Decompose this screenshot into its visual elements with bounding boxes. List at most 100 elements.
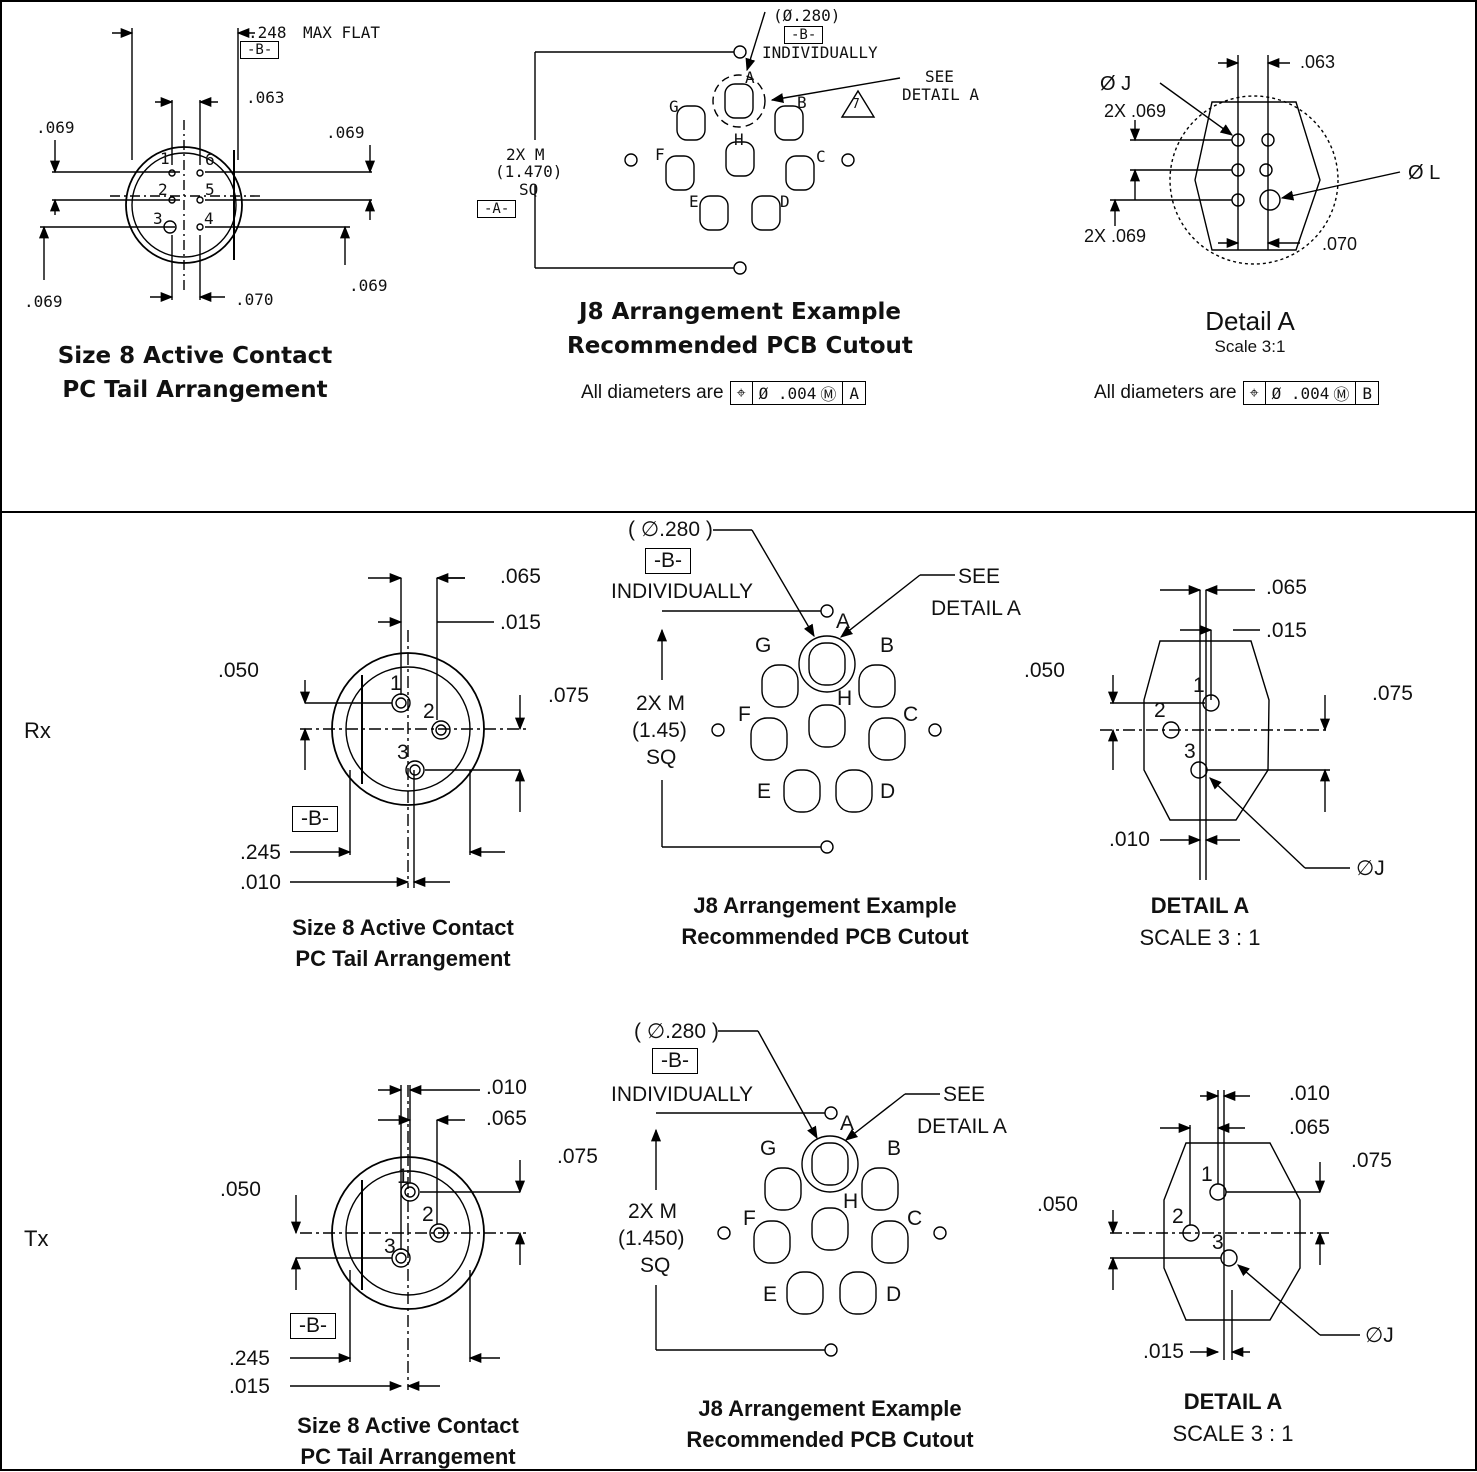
rx-arrangement-view: [656, 529, 955, 854]
dim-label: .075: [1372, 682, 1413, 705]
insert-letter: E: [763, 1283, 778, 1306]
dim-label: (1.450): [618, 1227, 685, 1250]
pin-number: 3: [397, 741, 409, 764]
pin-number: 1: [1201, 1163, 1213, 1186]
dim-label: .015: [1143, 1340, 1184, 1363]
dim-label: .065: [486, 1107, 527, 1130]
top-tail-view: [38, 27, 376, 303]
dim-label: .069: [349, 276, 388, 295]
insert-letter: E: [689, 192, 699, 211]
rx-detail-caption: DETAIL A SCALE 3 : 1: [1139, 893, 1261, 950]
dim-label: .070: [235, 290, 274, 309]
pin-hole: [168, 169, 176, 177]
note-flag-number: 7: [852, 97, 860, 112]
tx-tail-view: [290, 1084, 530, 1392]
insert-letter: F: [655, 145, 665, 164]
insert-letter: A: [840, 1112, 855, 1135]
pin-number: 2: [1154, 699, 1166, 722]
dim-label: .245: [240, 841, 281, 864]
dim-label: .010: [240, 871, 281, 894]
insert-letter: G: [760, 1137, 777, 1160]
tx-tail-caption: Size 8 Active Contact PC Tail Arrangemen…: [297, 1413, 519, 1469]
insert-letter: A: [745, 68, 755, 87]
pin-number: 1: [160, 149, 170, 168]
dim-label: .075: [557, 1145, 598, 1168]
dim-label: .015: [229, 1375, 270, 1398]
pin-number: 1: [397, 1165, 409, 1188]
dim-label: .050: [1037, 1193, 1078, 1216]
insert-letter: B: [880, 634, 895, 657]
individually-note: INDIVIDUALLY: [611, 580, 753, 603]
callout-diameter: ( ∅.280 ): [634, 1020, 719, 1043]
insert-letter: B: [887, 1137, 902, 1160]
dim-label: (1.45): [632, 719, 687, 742]
top-tail-caption: Size 8 Active Contact PC Tail Arrangemen…: [57, 343, 333, 403]
pin-number: 3: [384, 1235, 396, 1258]
pin-number: 3: [153, 209, 163, 228]
pin-number: 1: [1193, 674, 1205, 697]
dim-label: 2X .069: [1104, 101, 1167, 121]
rx-arrangement-caption: J8 Arrangement Example Recommended PCB C…: [681, 893, 969, 949]
top-detail-caption: Detail A Scale 3:1: [1205, 306, 1295, 356]
detail-note: DETAIL A: [917, 1115, 1007, 1138]
see-note: SEE: [925, 67, 954, 86]
dim-label: .063: [246, 88, 285, 107]
insert-letter: C: [907, 1207, 923, 1230]
insert-letter: D: [886, 1283, 902, 1306]
mmc-icon: Ⓜ: [820, 385, 837, 404]
tx-arrangement-view: [650, 1030, 947, 1357]
pin-number: 6: [205, 150, 215, 169]
pin-hole: [196, 196, 204, 204]
pin-hole: [196, 223, 204, 231]
datum-b-label: -B-: [240, 41, 280, 59]
pin-hole: [196, 169, 204, 177]
dim-label: 2X M: [636, 692, 686, 715]
tx-detail-caption: DETAIL A SCALE 3 : 1: [1172, 1389, 1294, 1446]
dim-label: .050: [1024, 659, 1065, 682]
top-arrangement-view: [534, 11, 901, 275]
detail-note: DETAIL A: [902, 85, 980, 104]
insert-letter: D: [880, 780, 896, 803]
dim-label: .069: [36, 118, 75, 137]
top-arrangement-caption: J8 Arrangement Example Recommended PCB C…: [567, 299, 913, 359]
pin-number: 5: [205, 180, 215, 199]
dim-label: .075: [1351, 1149, 1392, 1172]
dim-label: 2X M: [506, 145, 545, 164]
insert-letter: D: [780, 192, 790, 211]
bottom-panel: [0, 511, 1477, 1471]
insert-letter: C: [903, 703, 919, 726]
diameter-l-label: Ø L: [1408, 162, 1441, 184]
see-note: SEE: [943, 1083, 986, 1106]
pin-number: 3: [1184, 740, 1196, 763]
datum-b-label: -B-: [290, 1313, 336, 1339]
dim-label: .065: [500, 565, 541, 588]
tx-row-label: Tx: [24, 1226, 49, 1251]
rx-row-label: Rx: [24, 718, 51, 743]
rx-detail-view: [1100, 584, 1350, 880]
individually-note: INDIVIDUALLY: [611, 1083, 753, 1106]
pin-number: 2: [158, 180, 168, 199]
dim-label: .069: [24, 292, 63, 311]
position-icon: ⌖: [1249, 383, 1259, 402]
insert-letter: H: [843, 1190, 859, 1213]
position-icon: ⌖: [736, 383, 746, 402]
callout-diameter: (Ø.280): [773, 6, 841, 25]
dim-label: .245: [229, 1347, 270, 1370]
rx-tail-caption: Size 8 Active Contact PC Tail Arrangemen…: [292, 915, 514, 971]
insert-letter: H: [734, 130, 744, 149]
dim-label: 2X .069: [1084, 226, 1147, 246]
insert-letter: F: [743, 1207, 756, 1230]
tx-arrangement-caption: J8 Arrangement Example Recommended PCB C…: [686, 1396, 974, 1452]
dim-label: SQ: [646, 746, 677, 769]
individually-note: INDIVIDUALLY: [762, 43, 878, 62]
dim-label: .015: [500, 611, 541, 634]
dim-label: .075: [548, 684, 589, 707]
see-note: SEE: [958, 565, 1001, 588]
pin-number: 2: [423, 700, 435, 723]
diameter-j-label: ∅J: [1356, 857, 1385, 880]
mmc-icon: Ⓜ: [1333, 385, 1350, 404]
dim-label: SQ: [640, 1254, 671, 1277]
pin-number: 2: [422, 1203, 434, 1226]
dim-label: SQ: [519, 180, 539, 199]
